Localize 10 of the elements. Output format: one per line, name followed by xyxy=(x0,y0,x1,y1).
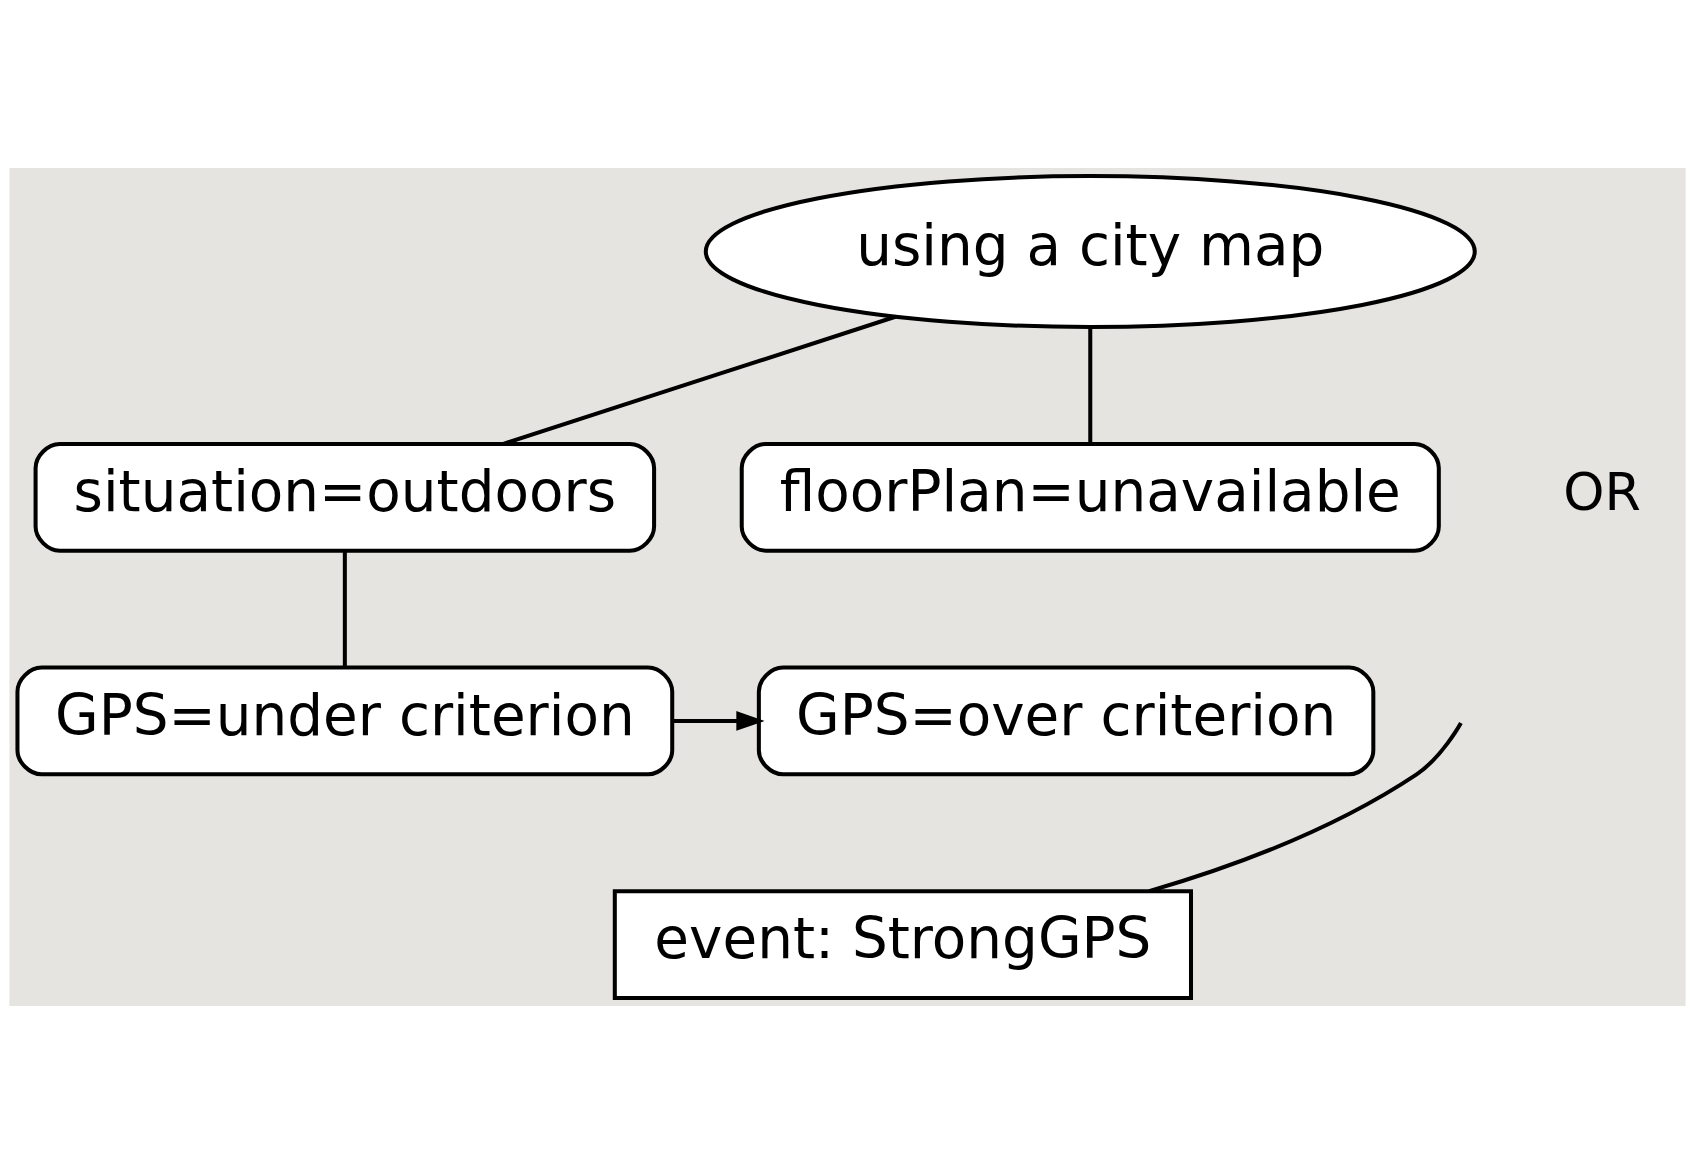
node-box: GPS=over criterion xyxy=(756,665,1375,777)
node-ellipse: using a city map xyxy=(703,174,1477,329)
connector xyxy=(1087,327,1092,444)
connector xyxy=(342,550,347,667)
arrow xyxy=(671,711,765,731)
node-box: floorPlan=unavailable xyxy=(739,441,1441,553)
label: OR xyxy=(1562,460,1641,522)
node-box: event: StrongGPS xyxy=(612,889,1193,1000)
node-box: GPS=under criterion xyxy=(14,665,674,777)
node-box: situation=outdoors xyxy=(33,441,656,553)
